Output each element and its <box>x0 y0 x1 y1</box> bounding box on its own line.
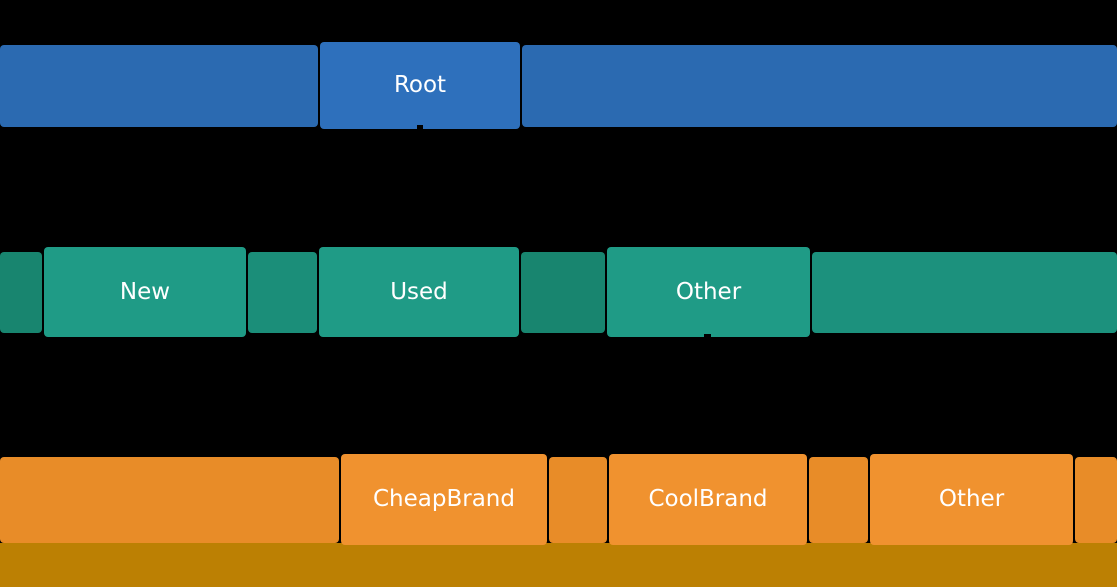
node-level-1-condition-new[interactable]: New <box>44 247 246 337</box>
node-label: Root <box>393 72 447 98</box>
node-level-0-root-root[interactable]: Root <box>320 42 520 129</box>
node-segment-level-1-condition-0[interactable] <box>0 252 42 333</box>
node-segment-level-2-brand-2[interactable] <box>549 457 607 543</box>
node-label: Other <box>675 278 742 305</box>
leaf-strip <box>0 543 1117 587</box>
node-segment-level-1-condition-6[interactable] <box>812 252 1117 333</box>
node-label: Other <box>938 486 1005 512</box>
node-segment-level-0-root-0[interactable] <box>0 45 318 127</box>
node-label: Used <box>390 278 448 305</box>
node-level-2-brand-cheapbrand[interactable]: CheapBrand <box>341 454 547 545</box>
node-segment-level-1-condition-2[interactable] <box>248 252 317 333</box>
connector-tick-1 <box>704 334 711 340</box>
node-label: CoolBrand <box>648 486 768 512</box>
node-label: CheapBrand <box>373 486 515 512</box>
node-level-1-condition-used[interactable]: Used <box>319 247 519 337</box>
node-label: New <box>119 278 171 305</box>
node-level-2-brand-other[interactable]: Other <box>870 454 1073 545</box>
node-segment-level-0-root-2[interactable] <box>522 45 1117 127</box>
node-segment-level-1-condition-4[interactable] <box>521 252 605 333</box>
node-level-2-brand-coolbrand[interactable]: CoolBrand <box>609 454 807 545</box>
node-segment-level-2-brand-4[interactable] <box>809 457 868 543</box>
node-level-1-condition-other[interactable]: Other <box>607 247 810 337</box>
connector-tick-0 <box>417 125 423 130</box>
node-segment-level-2-brand-0[interactable] <box>0 457 339 543</box>
node-segment-level-2-brand-6[interactable] <box>1075 457 1117 543</box>
